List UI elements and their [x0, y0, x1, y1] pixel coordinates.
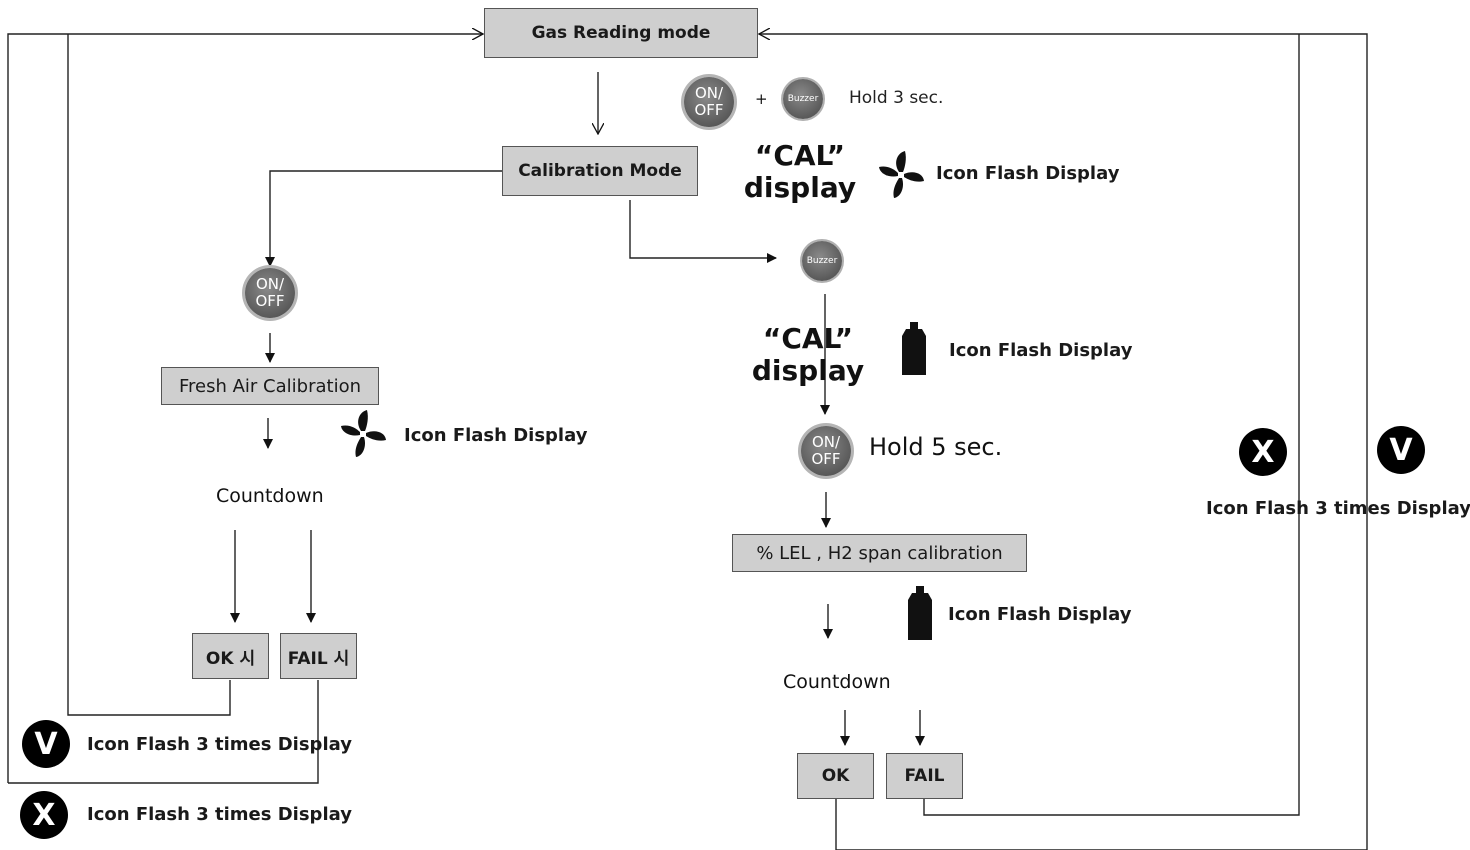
icon-flash-display-label: Icon Flash Display	[949, 340, 1133, 361]
cal-display-text: “CAL” display	[748, 323, 868, 387]
fail-result-box: FAIL	[886, 753, 963, 799]
span-calibration-box: % LEL , H2 span calibration	[732, 534, 1027, 572]
icon-flash-display-label: Icon Flash Display	[936, 163, 1120, 184]
fresh-air-calibration-box: Fresh Air Calibration	[161, 367, 379, 405]
on-off-button-icon: ON/ OFF	[245, 268, 295, 318]
calibration-mode-box: Calibration Mode	[502, 146, 698, 196]
check-v-icon: V	[1377, 426, 1425, 474]
fail-result-box: FAIL 시	[280, 633, 357, 679]
plus-sign: +	[755, 90, 768, 108]
icon-flash-display-label: Icon Flash Display	[948, 604, 1132, 625]
icon-flash-3-times-label: Icon Flash 3 times Display	[87, 734, 352, 755]
gas-cylinder-icon	[902, 322, 926, 375]
cal-display-line-2: display	[751, 354, 865, 387]
countdown-label: Countdown	[783, 671, 891, 693]
gas-cylinder-icon	[908, 586, 932, 640]
fan-icon	[879, 151, 924, 198]
gas-reading-mode-box: Gas Reading mode	[484, 8, 758, 58]
ok-result-box: OK	[797, 753, 874, 799]
on-off-button-icon: ON/ OFF	[801, 426, 851, 476]
check-v-icon: V	[22, 720, 70, 768]
fail-x-icon: X	[1239, 428, 1287, 476]
fail-x-icon: X	[20, 791, 68, 839]
icon-flash-3-times-label: Icon Flash 3 times Display	[1206, 498, 1470, 519]
on-off-button-icon: ON/ OFF	[684, 77, 734, 127]
cal-display-line-1: “CAL”	[754, 139, 846, 172]
cal-display-text: “CAL” display	[740, 140, 860, 204]
buzzer-button-icon: Buzzer	[783, 79, 823, 119]
icon-flash-3-times-label: Icon Flash 3 times Display	[87, 804, 352, 825]
hold-3-sec-label: Hold 3 sec.	[849, 88, 944, 108]
cal-display-line-1: “CAL”	[762, 322, 854, 355]
ok-result-box: OK 시	[192, 633, 269, 679]
hold-5-sec-label: Hold 5 sec.	[869, 433, 1003, 461]
buzzer-button-icon: Buzzer	[802, 241, 842, 281]
fan-icon	[341, 410, 386, 457]
icon-flash-display-label: Icon Flash Display	[404, 425, 588, 446]
countdown-label: Countdown	[216, 485, 324, 507]
cal-display-line-2: display	[743, 171, 857, 204]
